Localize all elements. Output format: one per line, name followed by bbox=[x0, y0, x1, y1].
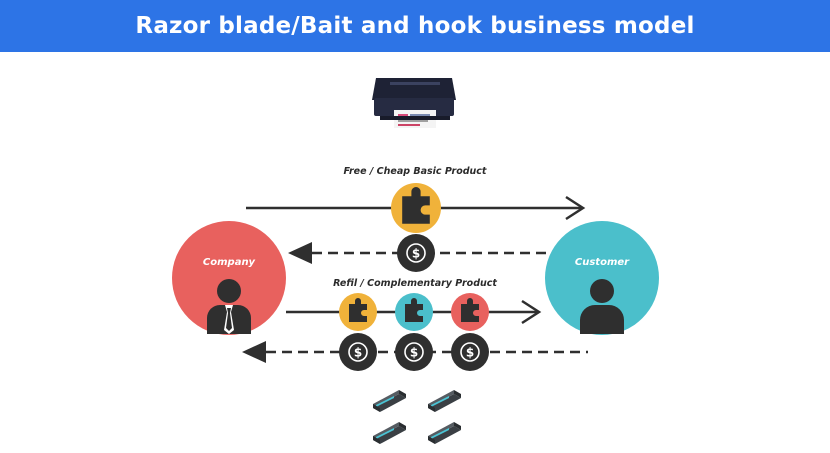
company-node bbox=[172, 221, 286, 335]
refill-product-label: Refil / Complementary Product bbox=[333, 278, 497, 289]
dollar-coin-icon bbox=[339, 333, 377, 371]
basic-product-puzzle-icon bbox=[391, 183, 441, 233]
toner-cartridge-image bbox=[428, 390, 461, 412]
page-title: Razor blade/Bait and hook business model bbox=[135, 13, 695, 39]
customer-label: Customer bbox=[574, 257, 630, 268]
title-bar: Razor blade/Bait and hook business model bbox=[0, 0, 830, 52]
refill-puzzle-icon-red bbox=[451, 293, 489, 331]
toner-cartridge-image bbox=[373, 390, 406, 412]
businessman-icon bbox=[207, 279, 251, 334]
toner-cartridge-image bbox=[373, 422, 406, 444]
basic-product-label: Free / Cheap Basic Product bbox=[343, 166, 487, 177]
printer-image bbox=[372, 78, 456, 128]
company-label: Company bbox=[202, 257, 256, 268]
refill-puzzle-icon-teal bbox=[395, 293, 433, 331]
toner-cartridge-image bbox=[428, 422, 461, 444]
dollar-coin-icon bbox=[395, 333, 433, 371]
dollar-coin-icon bbox=[451, 333, 489, 371]
person-icon bbox=[580, 279, 624, 334]
dollar-coin-icon bbox=[397, 234, 435, 272]
refill-puzzle-icon-yellow bbox=[339, 293, 377, 331]
customer-node bbox=[545, 221, 659, 335]
